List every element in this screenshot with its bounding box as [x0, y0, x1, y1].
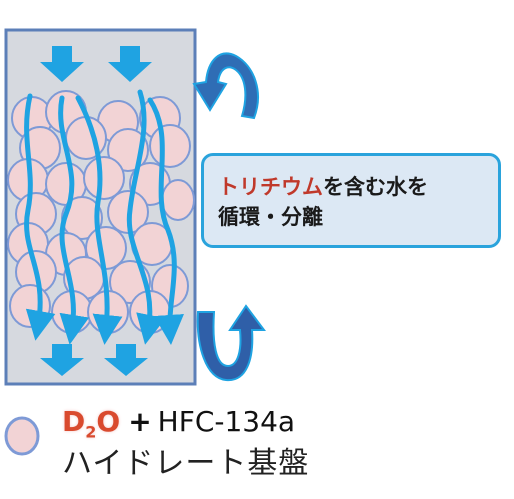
callout-line-2: 循環・分離	[218, 205, 323, 229]
outflow-arrow-left	[40, 344, 84, 376]
bead-icon	[4, 416, 40, 456]
bottom-return-arrow	[196, 304, 266, 382]
hydrate-beads	[7, 90, 195, 334]
d2o-label: D2O	[62, 405, 121, 442]
flow-line	[126, 89, 166, 345]
callout-line-1-rest: を含む水を	[323, 175, 428, 199]
down-arrow-icon	[40, 344, 84, 376]
flow-line	[24, 93, 56, 341]
down-arrow-icon	[104, 344, 148, 376]
plus-sign: +	[128, 405, 152, 438]
legend-composition: D2O+HFC-134a	[62, 402, 295, 442]
tritium-highlight: トリチウム	[218, 175, 323, 199]
bead	[161, 179, 195, 221]
bead	[83, 156, 125, 200]
legend: D2O+HFC-134a ハイドレート基盤	[0, 396, 514, 499]
top-return-arrow	[192, 52, 259, 120]
tritium-callout: トリチウムを含む水を 循環・分離	[201, 153, 501, 248]
down-arrow-icon	[108, 46, 152, 82]
d2o-base: D	[62, 405, 86, 438]
legend-bead	[4, 416, 40, 456]
inflow-arrow-left	[40, 46, 84, 82]
flow-line	[147, 97, 184, 345]
bead	[9, 284, 51, 328]
callout-line-1: トリチウムを含む水を	[218, 172, 498, 202]
flow-lines	[24, 89, 184, 345]
compound-label: HFC-134a	[157, 405, 296, 438]
bead	[61, 196, 103, 240]
bead	[149, 124, 191, 168]
flow-line	[58, 95, 90, 345]
down-arrow-icon	[40, 46, 84, 82]
substrate-label: ハイドレート基盤	[62, 446, 310, 481]
d2o-subscript: 2	[85, 422, 97, 442]
flow-line	[75, 95, 123, 345]
curved-return-arrow-icon	[192, 52, 259, 120]
d2o-end: O	[96, 405, 121, 438]
inflow-arrow-right	[108, 46, 152, 82]
outflow-arrow-right	[104, 344, 148, 376]
curved-return-arrow-icon	[196, 304, 266, 382]
